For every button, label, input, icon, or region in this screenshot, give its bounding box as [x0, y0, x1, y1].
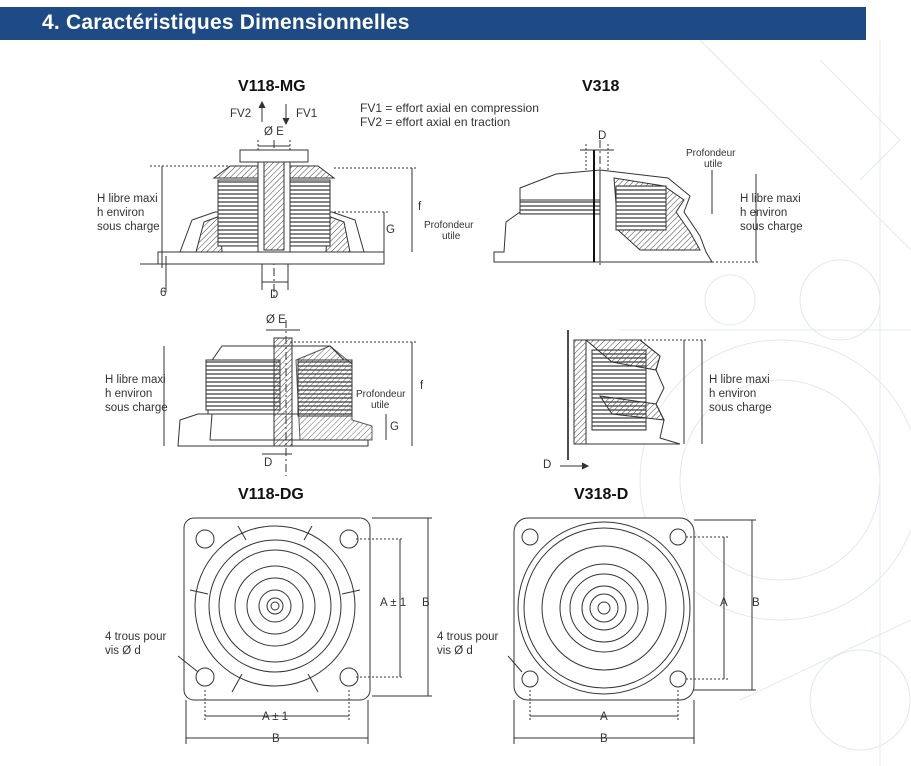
label-h-line3: sous charge [97, 221, 160, 233]
label-b: B [422, 597, 430, 609]
label-utile: utile [442, 231, 461, 242]
label-profondeur: Profondeur [686, 148, 736, 159]
label-holes2: vis Ø d [105, 645, 141, 657]
model-title-v318d: V318-D [574, 486, 629, 503]
label-b: B [272, 733, 280, 745]
label-h-line2: h environ [97, 207, 145, 219]
label-h-line3: sous charge [709, 402, 772, 414]
label-h-line1: H libre maxi [709, 374, 770, 386]
label-a-pm: A ± 1 [262, 711, 289, 723]
v318-drawing [493, 140, 760, 266]
label-h-line2: h environ [709, 388, 757, 400]
v318-section [560, 330, 706, 470]
label-g: G [386, 224, 395, 236]
label-g: G [390, 421, 399, 433]
label-h-line1: H libre maxi [97, 193, 158, 205]
label-oe: Ø E [264, 126, 284, 138]
label-b: B [752, 597, 760, 609]
model-title-v118dg: V118-DG [238, 486, 304, 503]
label-h-line2: h environ [740, 207, 788, 219]
label-utile: utile [704, 159, 723, 170]
label-six: 6 [160, 287, 167, 299]
label-fv1: FV1 [296, 108, 318, 120]
section-header: 4. Caractéristiques Dimensionnelles [0, 7, 866, 40]
label-h-line3: sous charge [105, 402, 168, 414]
label-a-pm: A ± 1 [380, 597, 407, 609]
label-a: A [720, 597, 728, 609]
v118mg-section [163, 320, 416, 476]
label-d: D [270, 289, 279, 301]
label-holes1: 4 trous pour [105, 631, 167, 643]
model-title-v118mg: V118-MG [238, 78, 306, 95]
label-h-line2: h environ [105, 388, 153, 400]
label-utile: utile [371, 400, 390, 411]
label-f: f [420, 380, 424, 392]
label-d: D [543, 459, 552, 471]
section-title: 4. Caractéristiques Dimensionnelles [42, 11, 410, 34]
label-holes2: vis Ø d [437, 645, 473, 657]
label-holes1: 4 trous pour [437, 631, 499, 643]
legend-fv2: FV2 = effort axial en traction [360, 115, 511, 129]
v318d-plan [507, 517, 756, 744]
label-b: B [600, 733, 608, 745]
legend-fv1: FV1 = effort axial en compression [360, 101, 539, 115]
label-h-line1: H libre maxi [740, 193, 801, 205]
label-profondeur: Profondeur [424, 220, 474, 231]
label-h-line3: sous charge [740, 221, 803, 233]
label-f: f [418, 201, 422, 213]
v118mg-drawing [140, 100, 416, 300]
label-h-line1: H libre maxi [105, 374, 166, 386]
label-fv2: FV2 [230, 108, 252, 120]
v118dg-plan [177, 517, 432, 744]
label-a: A [600, 711, 608, 723]
model-title-v318: V318 [582, 78, 620, 95]
label-d: D [598, 130, 607, 142]
label-d: D [264, 457, 273, 469]
label-profondeur: Profondeur [356, 389, 406, 400]
label-oe: Ø E [266, 314, 286, 326]
